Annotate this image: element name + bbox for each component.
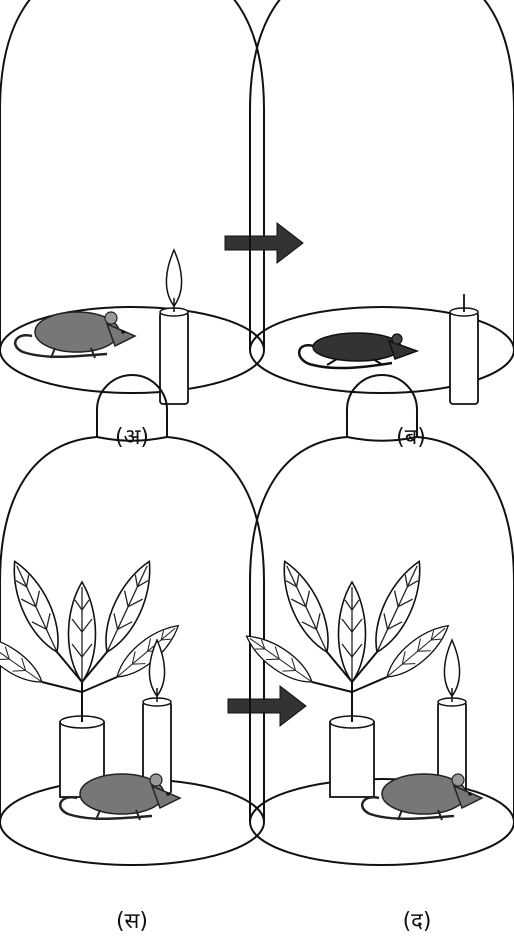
arrow-c-to-d bbox=[228, 686, 306, 726]
panel-d bbox=[240, 375, 514, 865]
panel-a bbox=[0, 0, 264, 404]
panel-d-label: (द) bbox=[403, 909, 432, 934]
candle-extinguished-icon bbox=[450, 294, 478, 404]
panel-b bbox=[250, 0, 514, 404]
mouse-icon bbox=[15, 312, 135, 358]
plant-icon bbox=[240, 556, 455, 797]
candle-lit-icon bbox=[160, 250, 188, 404]
dead-mouse-icon bbox=[299, 333, 417, 368]
panel-c-label: (स) bbox=[116, 909, 148, 934]
candle-lit-icon bbox=[438, 640, 466, 794]
mouse-icon bbox=[362, 774, 482, 820]
panel-a-label: (अ) bbox=[115, 425, 149, 450]
